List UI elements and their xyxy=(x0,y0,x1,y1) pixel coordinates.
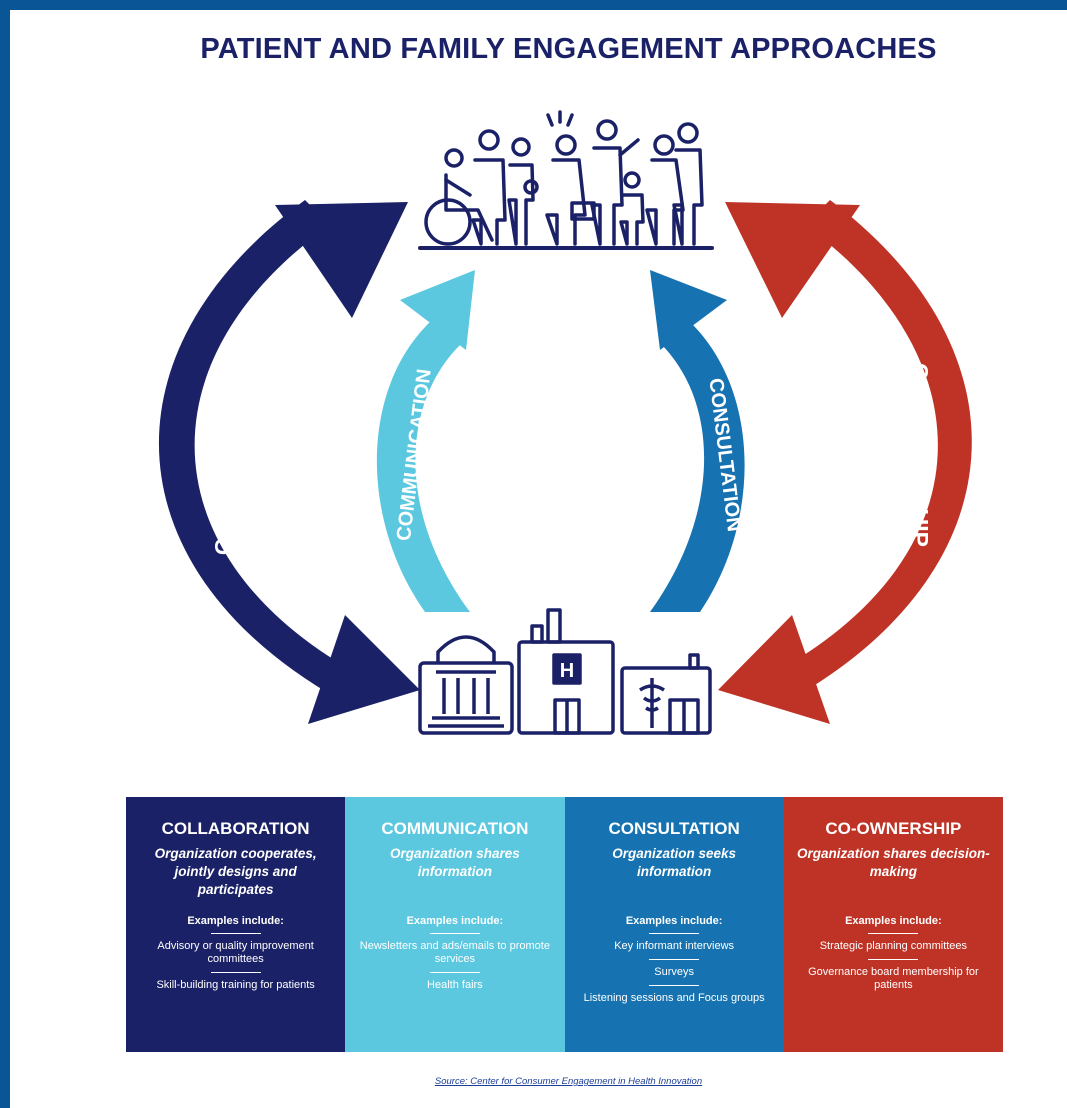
divider xyxy=(210,972,261,973)
communication-card: COMMUNICATION Organization shares inform… xyxy=(345,797,565,1052)
example-item: Listening sessions and Focus groups xyxy=(583,992,765,1004)
divider xyxy=(649,985,700,986)
example-item: Health fairs xyxy=(427,979,483,991)
divider xyxy=(210,933,261,934)
card-subtitle: Organization shares information xyxy=(389,846,520,879)
example-item: Skill-building training for patients xyxy=(156,979,315,991)
consultation-card: CONSULTATION Organization seeks informat… xyxy=(564,797,784,1052)
co-ownership-card: CO-OWNERSHIP Organization shares decisio… xyxy=(783,797,1003,1052)
example-item: Surveys xyxy=(654,966,694,978)
example-item: Key informant interviews xyxy=(614,940,735,952)
communication-arrow: COMMUNICATION xyxy=(376,270,475,612)
collaboration-arrow: COLLABORATION xyxy=(158,200,420,724)
examples-heading: Examples include: xyxy=(187,915,284,927)
card-title: CONSULTATION xyxy=(608,819,740,838)
divider xyxy=(868,959,919,960)
healthcare-organizations-icon: H xyxy=(418,608,712,735)
card-subtitle: Organization seeks information xyxy=(612,846,737,879)
government-building-icon xyxy=(418,635,514,735)
divider xyxy=(649,933,700,934)
clinic-building-icon xyxy=(620,653,712,735)
source-link[interactable]: Source: Center for Consumer Engagement i… xyxy=(434,1076,703,1087)
patients-and-families-icon xyxy=(418,110,714,250)
example-item: Newsletters and ads/emails to promote se… xyxy=(359,940,550,965)
co-ownership-arrow: CO-OWNERSHIP xyxy=(718,200,972,724)
divider xyxy=(868,933,919,934)
examples-heading: Examples include: xyxy=(625,915,723,927)
consultation-arrow: CONSULTATION xyxy=(650,270,745,612)
co-ownership-arrow-label: CO-OWNERSHIP xyxy=(907,363,933,547)
divider xyxy=(649,959,700,960)
divider xyxy=(429,972,480,973)
examples-heading: Examples include: xyxy=(845,915,942,927)
examples-heading: Examples include: xyxy=(406,915,504,927)
example-item: Strategic planning committees xyxy=(819,940,968,952)
divider xyxy=(429,933,480,934)
approach-cards: COLLABORATION Organization cooperates, j… xyxy=(126,797,1003,1052)
page-title: PATIENT AND FAMILY ENGAGEMENT APPROACHES xyxy=(200,33,937,65)
hospital-letter: H xyxy=(560,660,574,682)
hospital-building-icon: H xyxy=(517,608,615,735)
example-item: Advisory or quality improvement committe… xyxy=(157,940,314,965)
card-subtitle: Organization cooperates, jointly designs… xyxy=(154,846,317,897)
collaboration-arrow-label: COLLABORATION xyxy=(210,355,236,555)
card-title: CO-OWNERSHIP xyxy=(825,819,962,838)
card-subtitle: Organization shares decision-making xyxy=(796,846,990,879)
collaboration-card: COLLABORATION Organization cooperates, j… xyxy=(126,797,346,1052)
card-title: COMMUNICATION xyxy=(381,819,529,838)
engagement-cycle-diagram: COLLABORATION COMMUNICATION CONSULTATION… xyxy=(158,110,972,735)
example-item: Governance board membership for patients xyxy=(808,966,979,991)
card-title: COLLABORATION xyxy=(161,819,310,838)
